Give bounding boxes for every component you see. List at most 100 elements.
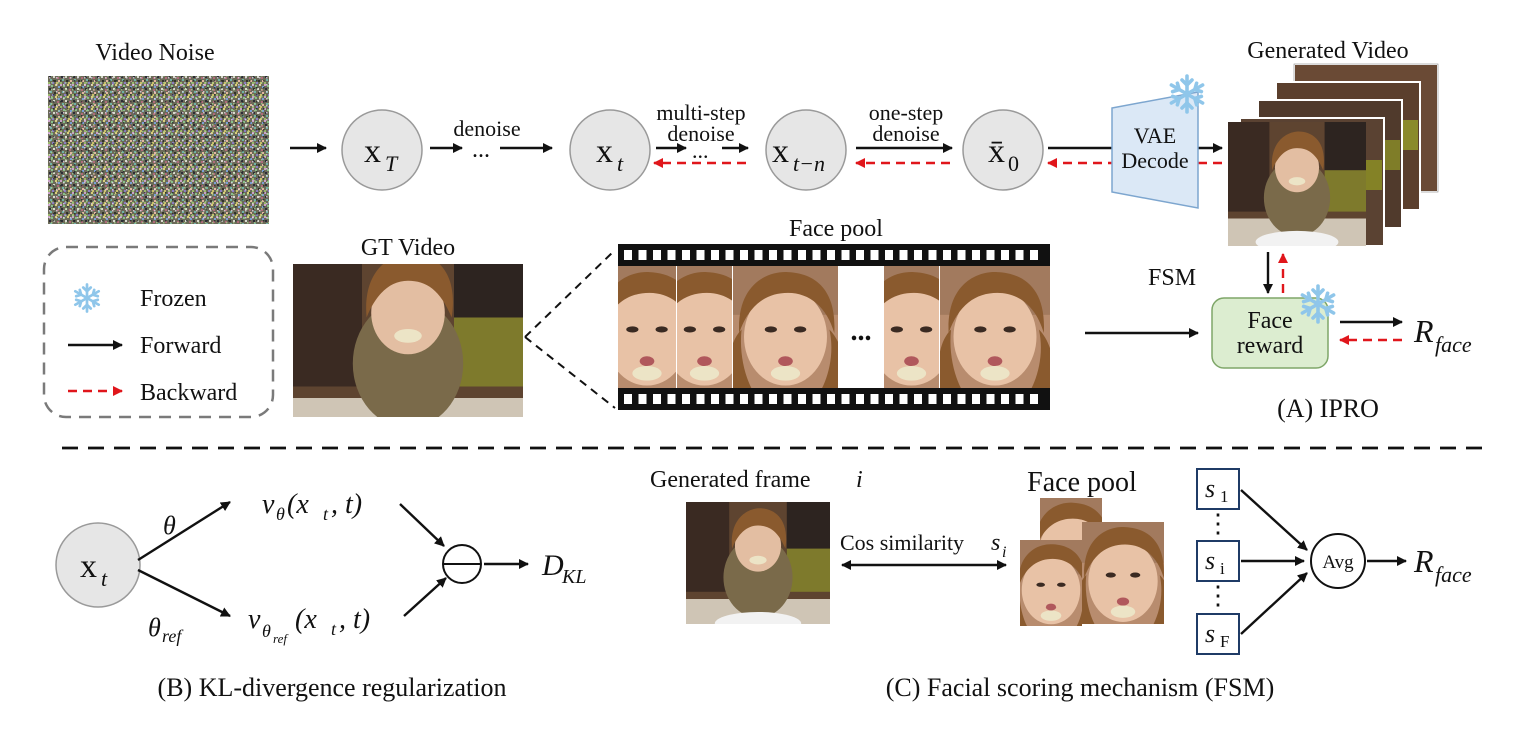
face-reward-block: Face reward [1211,297,1329,369]
svg-text:x̄: x̄ [988,133,1005,170]
generated-video-label: Generated Video [1247,38,1408,64]
generated-frame-image [686,491,830,635]
svg-text:R: R [1413,543,1434,579]
film-sprocket-hole [870,394,879,404]
arrow-vref-to-minus [403,577,447,617]
film-sprocket-hole [827,250,835,260]
face-pool-filmstrip: ... [618,244,1050,410]
generated-frame-label: Generated frame i [650,467,863,493]
svg-text:s: s [1205,474,1215,503]
denoise-label: denoise [453,116,520,141]
generated-video-stack [1228,63,1439,247]
svg-text:, t): , t) [339,604,370,635]
film-sprocket-hole [696,250,705,260]
theta-label: θ [163,511,176,540]
v-theta-ref-expression: v θ ref (x t , t) [248,604,370,646]
one-step-label-line1: one-step [869,100,944,125]
svg-text:s: s [1205,619,1215,648]
d-kl-label: D KL [541,549,586,588]
film-sprocket-hole [928,394,937,404]
legend-frozen: Frozen [140,286,207,312]
svg-text:i: i [1002,544,1006,561]
svg-text:D: D [541,549,564,582]
film-sprocket-hole [841,250,850,260]
multi-step-ellipsis: ... [692,138,709,163]
film-sprocket-hole [653,394,661,404]
svg-text:, t): , t) [331,489,362,520]
film-sprocket-hole [725,250,734,260]
denoise-ellipsis: ... [472,137,490,163]
film-sprocket-hole [812,250,821,260]
svg-text:i: i [856,467,863,493]
film-sprocket-hole [1030,394,1038,404]
node-xT: x T [341,109,423,191]
legend: Frozen Forward Backward [42,245,275,419]
film-sprocket-hole [711,250,719,260]
video-noise-image [48,76,269,224]
film-sprocket-hole [783,394,792,404]
svg-text:0: 0 [1008,151,1019,176]
film-sprocket-hole [754,394,763,404]
film-sprocket-hole [841,394,850,404]
svg-text:R: R [1413,313,1434,349]
film-sprocket-hole [769,250,777,260]
minus-operator-icon [442,544,482,584]
vdots-upper: ⋮ [1205,509,1231,538]
film-sprocket-hole [1001,250,1009,260]
film-sprocket-hole [638,394,647,404]
film-sprocket-hole [885,250,893,260]
one-step-label-line2: denoise [872,121,939,146]
svg-text:t: t [323,504,329,524]
film-sprocket-hole [986,394,995,404]
film-sprocket-hole [667,250,676,260]
svg-text:T: T [385,151,399,176]
film-sprocket-hole [899,250,908,260]
svg-text:t: t [617,151,624,176]
kl-caption: (B) KL-divergence regularization [158,673,507,702]
multi-step-label-line2: denoise [667,121,734,146]
film-sprocket-hole [972,250,980,260]
fsm-label: FSM [1148,265,1196,291]
node-x0: x̄ 0 [962,109,1044,191]
film-sprocket-hole [769,394,777,404]
svg-text:ref: ref [162,626,184,646]
svg-text:F: F [1220,632,1229,651]
svg-text:(x: (x [295,604,317,635]
legend-snowflake-icon [73,283,101,313]
film-sprocket-hole [1001,394,1009,404]
node-xtn: x t−n [765,109,847,191]
v-theta-expression: v θ (x t , t) [262,489,362,524]
film-sprocket-hole [682,250,690,260]
kl-node-xt: x t [55,522,141,608]
multi-step-label-line1: multi-step [656,100,745,125]
score-box-s1: s 1 [1196,468,1240,510]
fsm-face-pool-label: Face pool [1027,467,1137,498]
svg-text:x: x [364,133,381,170]
film-sprocket-hole [653,250,661,260]
ipro-caption: (A) IPRO [1277,394,1379,423]
svg-text:Decode: Decode [1121,148,1188,173]
svg-text:θ: θ [148,613,161,642]
film-sprocket-hole [682,394,690,404]
film-sprocket-hole [870,250,879,260]
film-sprocket-hole [725,394,734,404]
svg-text:v: v [248,604,261,635]
svg-text:Cos similarity: Cos similarity [840,530,964,555]
svg-text:t−n: t−n [793,151,825,176]
svg-text:t: t [101,566,108,591]
svg-text:Face: Face [1247,308,1292,334]
film-sprocket-hole [943,394,951,404]
film-sprocket-hole [827,394,835,404]
film-sprocket-hole [899,394,908,404]
legend-backward: Backward [140,380,237,406]
film-sprocket-hole [856,394,864,404]
film-sprocket-hole [928,250,937,260]
film-sprocket-hole [885,394,893,404]
film-sprocket-hole [783,250,792,260]
film-sprocket-hole [624,250,632,260]
fsm-face-pool-images [1008,498,1174,626]
vae-decode-block: VAE Decode [1111,91,1199,209]
svg-text:θ: θ [276,504,285,524]
arrow-s1-to-avg [1240,489,1308,551]
film-sprocket-hole [667,394,676,404]
